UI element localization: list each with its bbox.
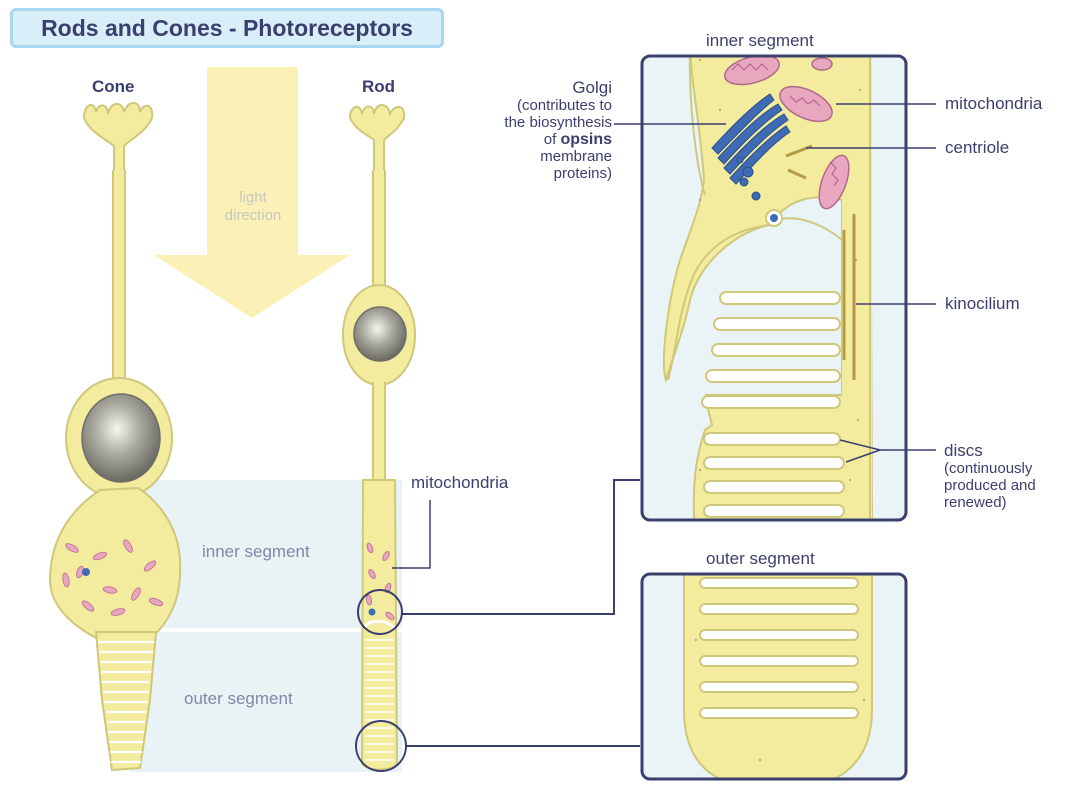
golgi-line-4: membrane [440,148,612,165]
golgi-line-1: (contributes to [440,97,612,114]
golgi-line-5: proteins) [440,165,612,182]
golgi-opsins: opsins [560,131,612,148]
cone-nucleus [82,394,160,482]
outer-panel-content [684,560,872,785]
discs-line-3: renewed) [944,494,1036,511]
light-direction-label: light direction [211,189,295,225]
inner-segment-panel-title: inner segment [706,32,814,50]
cone-golgi [82,568,90,576]
centriole-label: centriole [945,139,1009,157]
inner-zoom-connector [402,480,640,614]
inner-segment-region-label: inner segment [202,543,310,561]
discs-title: discs [944,441,1036,460]
discs-line-2: produced and [944,477,1036,494]
golgi-title: Golgi [440,78,612,97]
rod-golgi [369,609,376,616]
cone-label: Cone [92,78,135,96]
light-direction-line-2: direction [211,207,295,225]
page-title: Rods and Cones - Photoreceptors [10,8,444,48]
rod-nucleus [354,307,406,361]
rod-label: Rod [362,78,395,96]
mitochondria-label: mitochondria [945,95,1042,113]
golgi-annotation: Golgi (contributes to the biosynthesis o… [440,78,612,182]
light-direction-line-1: light [211,189,295,207]
outer-segment-panel-title: outer segment [706,550,815,568]
discs-line-1: (continuously [944,460,1036,477]
kinocilium-label: kinocilium [945,295,1020,313]
golgi-line-2: the biosynthesis [440,114,612,131]
outer-segment-region-label: outer segment [184,690,293,708]
discs-annotation: discs (continuously produced and renewed… [944,441,1036,511]
rod-mitochondria-label: mitochondria [411,474,508,492]
golgi-line-3: of opsins [440,131,612,148]
golgi-line-3-prefix: of [544,131,557,148]
